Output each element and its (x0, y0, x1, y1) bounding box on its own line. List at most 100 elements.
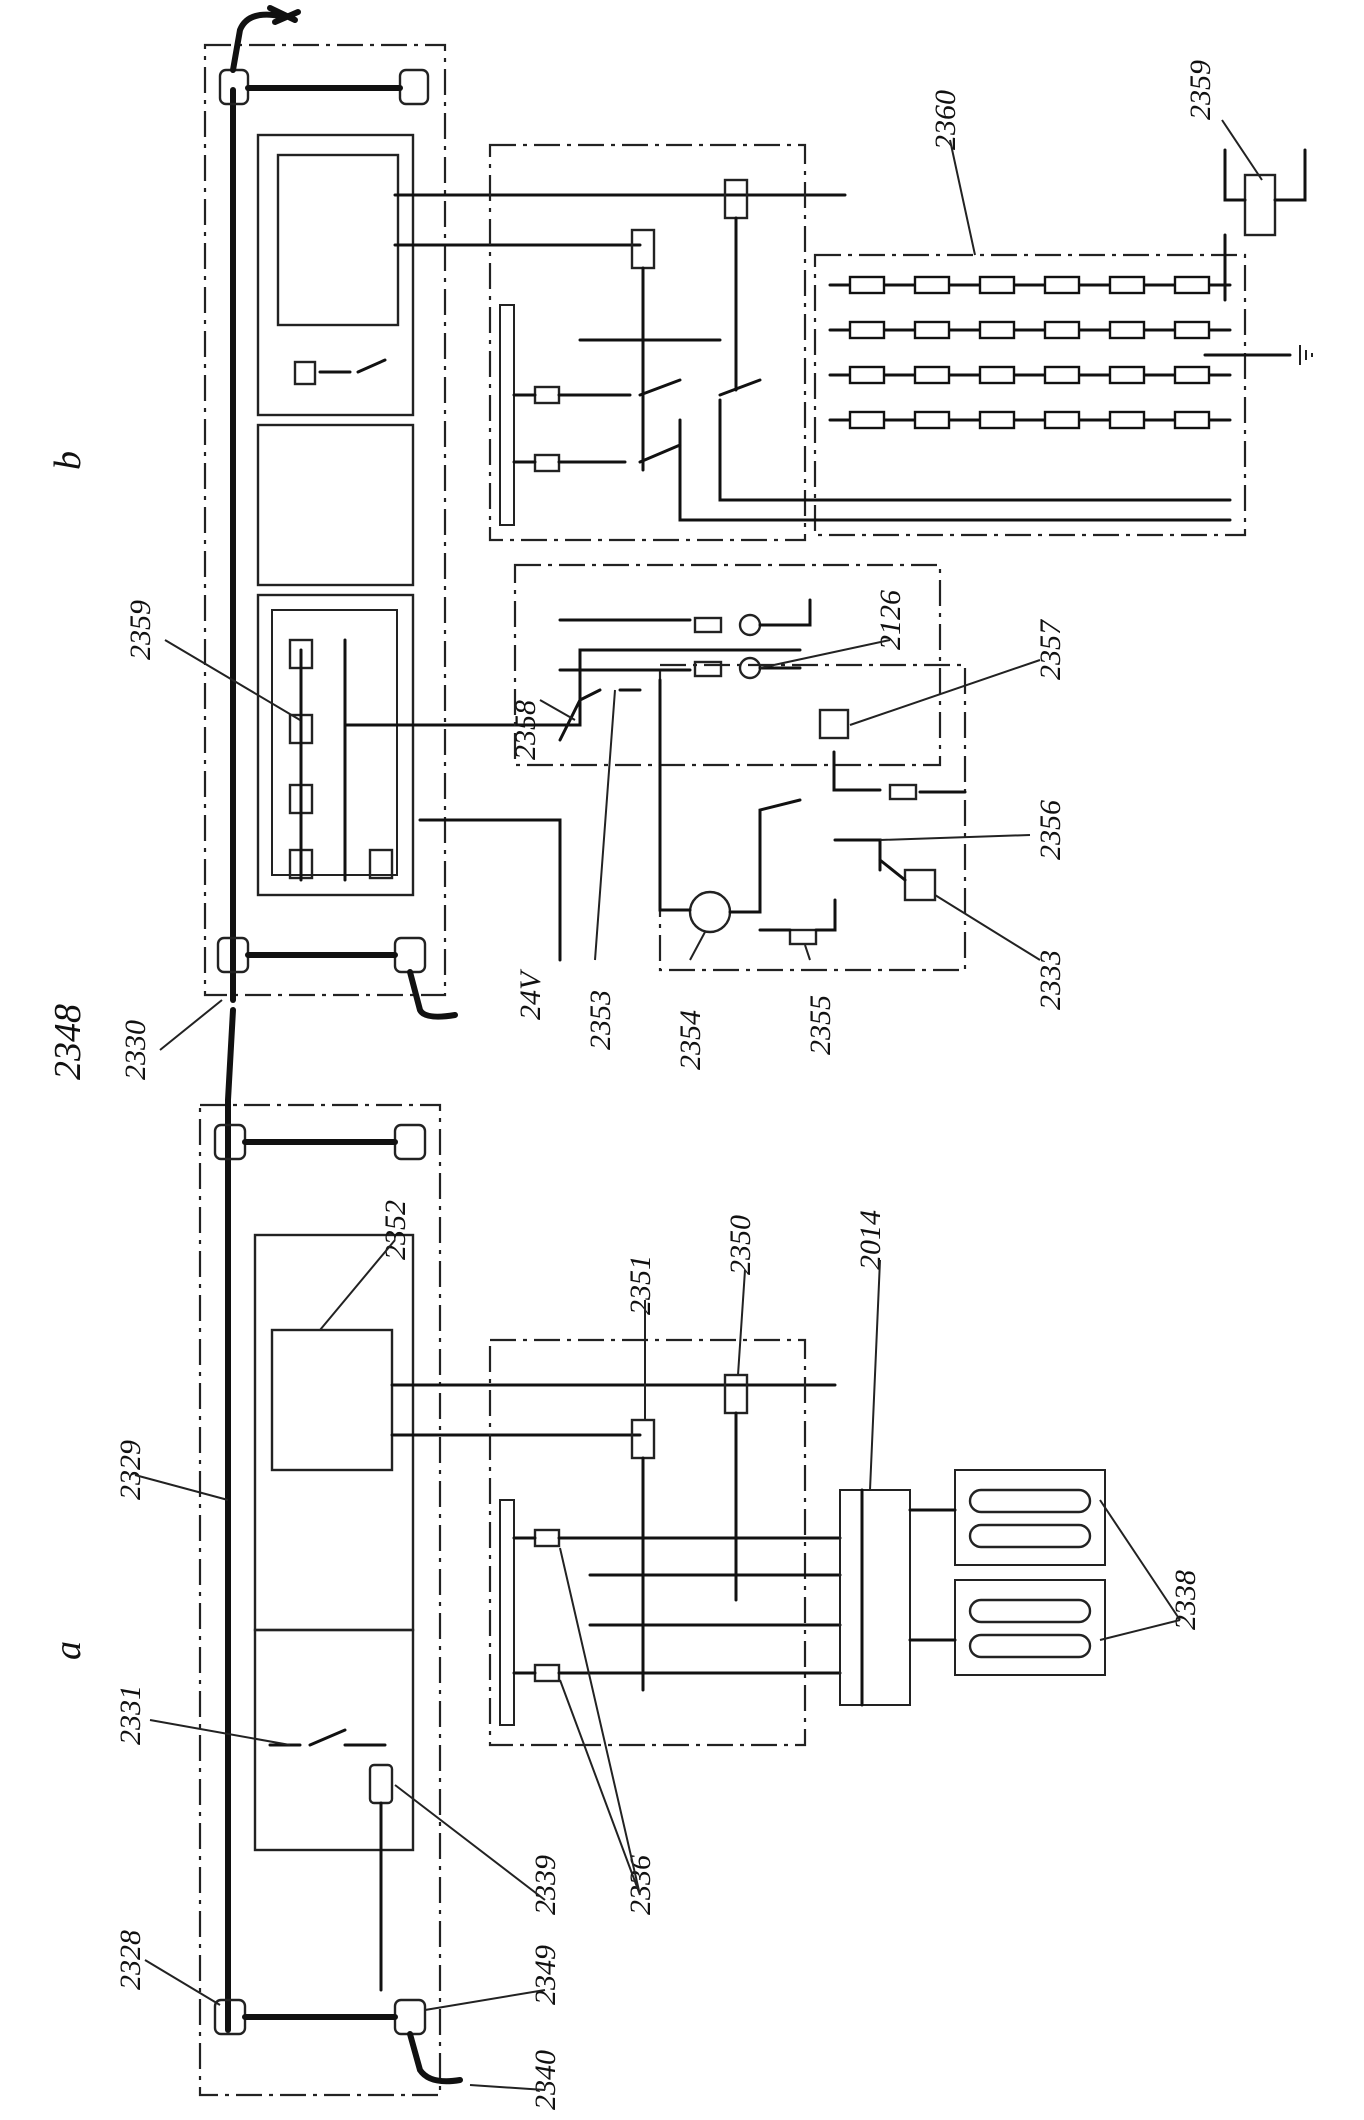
panel-a (253, 1233, 415, 1632)
resistor (978, 410, 1016, 430)
relay-subframe (271, 609, 398, 876)
frame-motor (658, 663, 967, 972)
relay-2350-b (723, 178, 749, 220)
label-2353: 2353 (584, 990, 617, 1050)
relay-2359-ext-wires (1203, 148, 1307, 357)
resistor (1043, 320, 1081, 340)
resistor (1173, 365, 1211, 385)
label-b: b (47, 451, 89, 470)
section-a (198, 1007, 1106, 2097)
relay-5 (368, 848, 394, 880)
tube-3 (968, 1598, 1092, 1624)
display-2352 (270, 1328, 394, 1472)
label-2126: 2126 (874, 590, 907, 650)
panel-display-b (256, 133, 415, 417)
tube-group-1 (954, 1469, 1106, 1566)
ground-symbol-b (1299, 345, 1313, 365)
label-2329: 2329 (114, 1440, 147, 1500)
label-2359-mid: 2359 (124, 600, 157, 660)
frame-lamps (513, 563, 942, 767)
label-2358: 2358 (509, 700, 542, 760)
label-2338: 2338 (1169, 1570, 1202, 1630)
resistor-return (678, 398, 1232, 522)
resistor (848, 410, 886, 430)
label-2355: 2355 (804, 995, 837, 1055)
panel-blank-b (256, 423, 415, 587)
resistor (1173, 275, 1211, 295)
frame-relay-block-a (488, 1338, 807, 1747)
cable-a-bottom (242, 2014, 463, 2085)
fuse-2339 (368, 1763, 394, 1805)
panel-a-lower (253, 1628, 415, 1852)
switch-2358 (558, 688, 642, 742)
resistor (848, 320, 886, 340)
wire-display (393, 193, 847, 247)
lamp-2126-icon (738, 656, 762, 680)
relay-2357 (818, 708, 850, 740)
plug-top (267, 5, 301, 25)
resistor-rails (828, 283, 1232, 422)
fuse-2336-2 (533, 1663, 561, 1683)
relay-stems-b (641, 216, 738, 472)
wire-display-a (390, 1383, 837, 1437)
resistor (913, 320, 951, 340)
panel-relays-b (256, 593, 415, 897)
resistor-grid (848, 275, 1211, 430)
lamp-wires (558, 598, 812, 672)
section-b (203, 5, 1313, 1020)
resistor (1043, 275, 1081, 295)
switch-wires-b (512, 338, 762, 464)
relay-stems-a (641, 1411, 738, 1692)
resistor (1173, 410, 1211, 430)
labels: b 2348 a 2359 2360 2359 2358 2126 2357 2… (47, 60, 1263, 2110)
resistor (978, 320, 1016, 340)
relay-2351 (630, 1418, 656, 1460)
cable-2329 (225, 1007, 236, 2033)
lamp-1-icon (738, 613, 762, 637)
resistor (1108, 410, 1146, 430)
frame-b-main (203, 43, 447, 997)
tube-group-2 (954, 1579, 1106, 1676)
relay-2351-b (630, 228, 656, 270)
leader-lines (134, 119, 1263, 2091)
label-2350: 2350 (724, 1215, 757, 1275)
display-screen-b (276, 153, 400, 327)
label-2352: 2352 (379, 1200, 412, 1260)
label-2328: 2328 (114, 1930, 147, 1990)
label-a: a (47, 1641, 89, 1660)
label-2357: 2357 (1034, 618, 1067, 680)
connector-a-top-right (393, 1123, 427, 1161)
label-24v: 24V (514, 968, 547, 1020)
resistor (1043, 410, 1081, 430)
resistor (1108, 275, 1146, 295)
resistor (1173, 320, 1211, 340)
resistor (1108, 365, 1146, 385)
label-2348: 2348 (47, 1004, 89, 1080)
relay-2333 (903, 868, 937, 902)
resistor (913, 365, 951, 385)
tube-wires (908, 1508, 957, 1642)
switch-wires-a (512, 1536, 842, 1675)
resistor-motor (888, 783, 918, 801)
resistor (913, 410, 951, 430)
frame-relay-block-b (488, 143, 807, 542)
connector-b-right (393, 936, 427, 974)
resistor (978, 365, 1016, 385)
fuse-2336-1 (533, 1528, 561, 1548)
switch-2331 (268, 1728, 387, 1747)
resistor (1043, 365, 1081, 385)
relay-2359-ext (1243, 173, 1277, 237)
label-2351: 2351 (624, 1255, 657, 1315)
switch-2014 (839, 1489, 911, 1706)
label-2356: 2356 (1034, 800, 1067, 860)
wire-24v (418, 818, 562, 962)
label-2359-top: 2359 (1184, 60, 1217, 120)
fuse-b (293, 360, 317, 386)
resistor (848, 275, 886, 295)
resistor (978, 275, 1016, 295)
bus-bar-b (499, 304, 515, 526)
resistor-lamp-1 (693, 616, 723, 634)
tube-1 (968, 1488, 1092, 1514)
cable-b-lower (245, 952, 458, 1020)
